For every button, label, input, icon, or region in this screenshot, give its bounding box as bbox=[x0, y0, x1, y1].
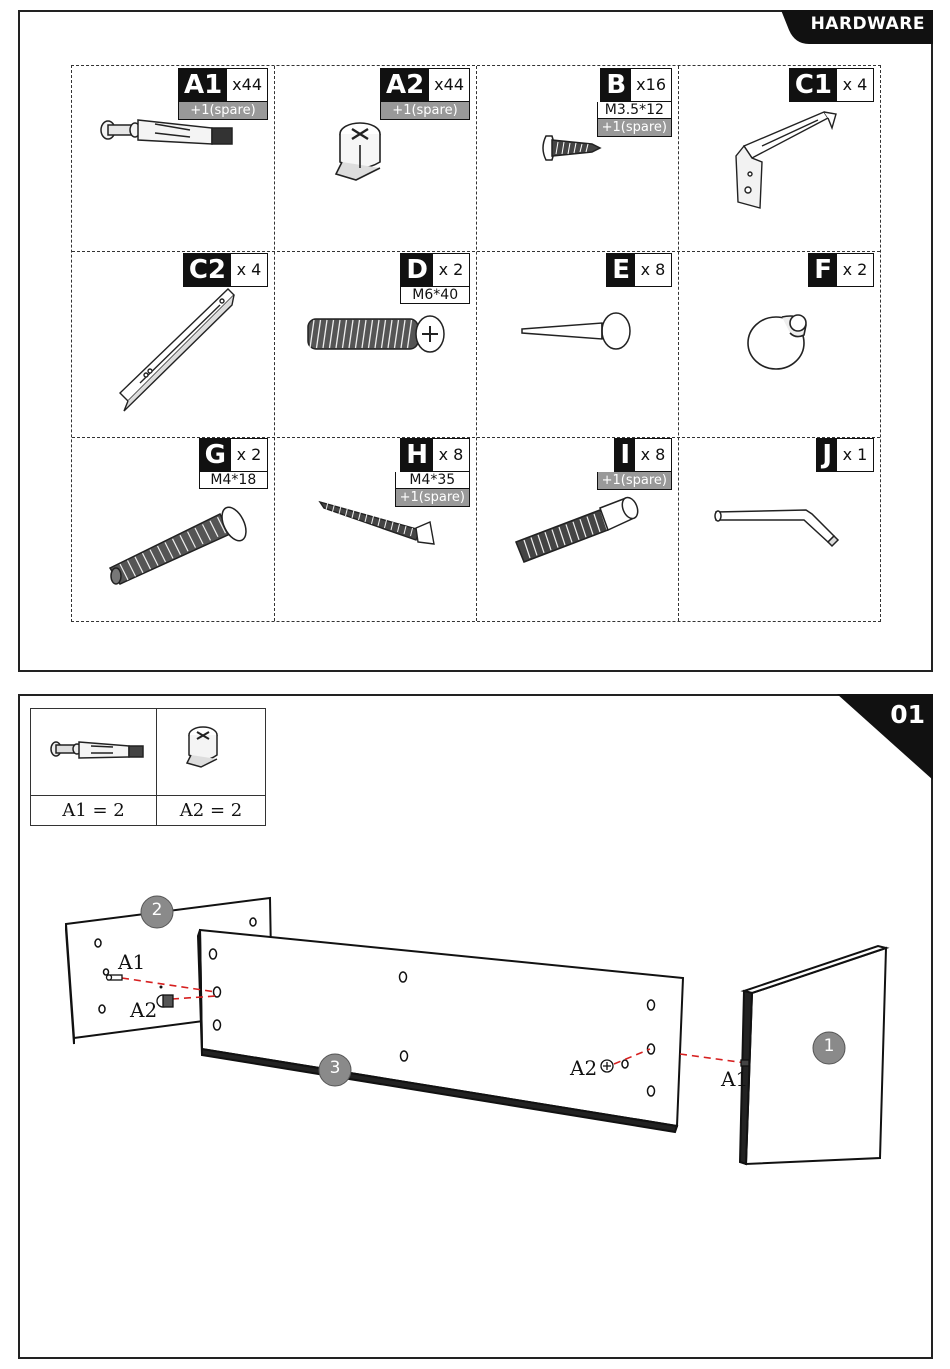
part-quantity: x44 bbox=[227, 69, 267, 101]
part-spec: M3.5*12 bbox=[597, 102, 672, 119]
hardware-tab bbox=[781, 10, 933, 44]
part-code: I bbox=[615, 439, 635, 471]
part-spec: M6*40 bbox=[400, 287, 470, 304]
callout-a2-right: A2 bbox=[570, 1056, 597, 1080]
panel-marker-3: 3 bbox=[327, 1058, 343, 1078]
part-code: H bbox=[401, 439, 433, 471]
step-01-panel: 01 bbox=[18, 694, 933, 1359]
part-quantity: x 1 bbox=[837, 439, 873, 471]
part-quantity: x16 bbox=[631, 69, 671, 101]
panel-marker-2: 2 bbox=[149, 900, 165, 920]
part-spare: +1(spare) bbox=[395, 489, 470, 507]
part-code: E bbox=[607, 254, 635, 286]
part-spec: M4*18 bbox=[199, 472, 268, 489]
part-code: D bbox=[401, 254, 433, 286]
callout-a1-left: A1 bbox=[118, 950, 145, 974]
part-code: A1 bbox=[179, 69, 227, 101]
part-quantity: x 2 bbox=[231, 439, 267, 471]
part-code: G bbox=[200, 439, 231, 471]
long-panel-3 bbox=[198, 930, 683, 1132]
part-code: B bbox=[601, 69, 631, 101]
part-spec: M4*35 bbox=[395, 472, 470, 489]
assembly-diagram bbox=[20, 696, 931, 1357]
part-spare: +1(spare) bbox=[178, 102, 268, 120]
part-code: A2 bbox=[381, 69, 429, 101]
panel-marker-1: 1 bbox=[821, 1036, 837, 1056]
cam-lock-right bbox=[601, 1060, 613, 1072]
part-quantity: x44 bbox=[429, 69, 469, 101]
part-code: C2 bbox=[184, 254, 231, 286]
side-panel-1 bbox=[740, 946, 886, 1164]
part-quantity: x 4 bbox=[837, 69, 873, 101]
callout-a1-right: A1 bbox=[721, 1067, 748, 1091]
part-quantity: x 8 bbox=[635, 439, 671, 471]
part-code: C1 bbox=[790, 69, 837, 101]
part-spare: +1(spare) bbox=[380, 102, 470, 120]
part-code: F bbox=[809, 254, 837, 286]
part-quantity: x 2 bbox=[837, 254, 873, 286]
part-quantity: x 8 bbox=[635, 254, 671, 286]
cam-lock-left bbox=[157, 995, 173, 1007]
part-spare: +1(spare) bbox=[597, 472, 672, 490]
part-quantity: x 2 bbox=[433, 254, 469, 286]
part-quantity: x 8 bbox=[433, 439, 469, 471]
part-code: J bbox=[817, 439, 837, 471]
part-spare: +1(spare) bbox=[597, 119, 672, 137]
callout-a2-left: A2 bbox=[130, 998, 157, 1022]
cam-bolt-left bbox=[107, 975, 123, 980]
part-quantity: x 4 bbox=[231, 254, 267, 286]
cam-bolt-right bbox=[741, 1060, 749, 1066]
